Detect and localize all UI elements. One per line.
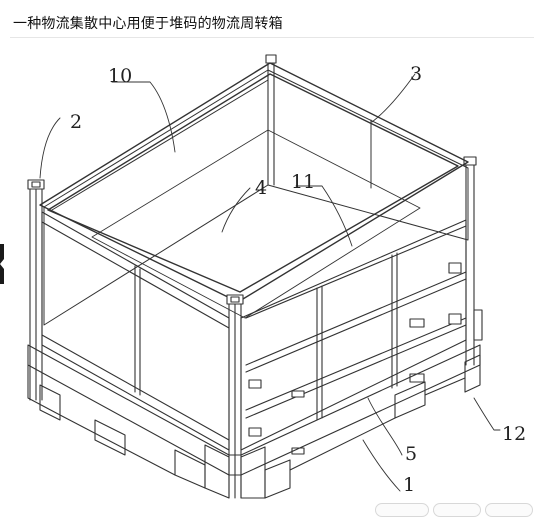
label-2: 2 [70, 111, 82, 133]
title-divider [10, 37, 534, 38]
bottom-control-3[interactable] [485, 503, 533, 517]
right-wall [240, 219, 467, 455]
label-1: 1 [403, 474, 415, 496]
left-wall [41, 211, 230, 451]
side-scroll-tab[interactable] [0, 244, 4, 284]
right-post [465, 164, 475, 366]
label-4: 4 [255, 177, 267, 199]
label-3: 3 [410, 63, 422, 85]
bottom-control-2[interactable] [433, 503, 481, 517]
label-11: 11 [291, 171, 315, 193]
page-title: 一种物流集散中心用便于堆码的物流周转箱 [13, 16, 283, 32]
chevron-left-icon [0, 259, 4, 269]
floor [91, 129, 421, 319]
patent-drawing: 1 2 3 4 5 10 11 12 [0, 40, 544, 510]
callout-labels: 1 2 3 4 5 10 11 12 [70, 63, 526, 496]
label-12: 12 [502, 423, 526, 445]
label-10: 10 [108, 65, 132, 87]
back-panel-right [267, 69, 469, 241]
base-pallet [27, 309, 483, 499]
label-5: 5 [405, 443, 417, 465]
bottom-control-1[interactable] [375, 503, 429, 517]
leader-lines [39, 73, 501, 492]
top-rim [39, 62, 469, 303]
